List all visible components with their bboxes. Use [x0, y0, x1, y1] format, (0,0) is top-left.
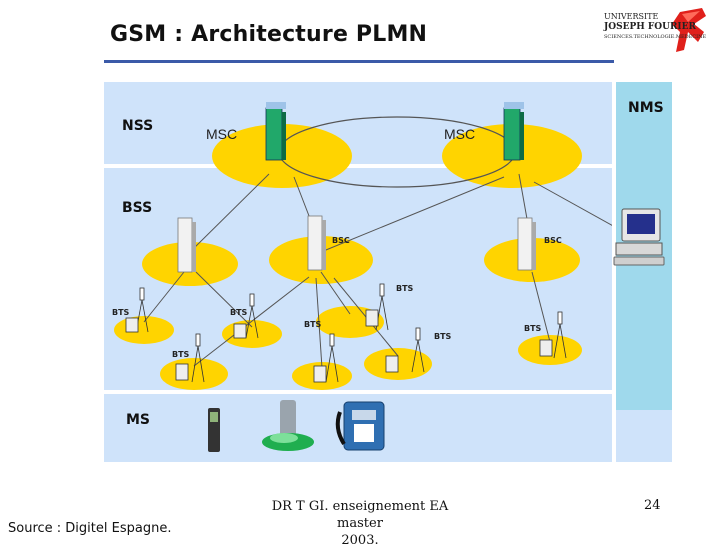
msc-left-server: [265, 102, 286, 161]
bts-site-6: [313, 333, 339, 383]
bts-label-2: BTS: [230, 308, 248, 317]
plmn-diagram: NSS BSS MS MSC MSC BSC BSC BTS BTS BTS B…: [104, 82, 612, 462]
msc-right-label: MSC: [444, 126, 476, 142]
nms-column-lower: [616, 410, 672, 462]
bts-label-1: BTS: [112, 308, 130, 317]
course-line-1: DR T GI. enseignement EA master: [271, 499, 449, 531]
bts-cell-1: [114, 316, 174, 344]
bts-label-4: BTS: [304, 320, 322, 329]
bts-site-1: [125, 287, 149, 333]
logo-line-3: SCIENCES.TECHNOLOGIE.MEDECINE: [604, 34, 707, 40]
bts-label-6: BTS: [524, 324, 542, 333]
bts-label-5: BTS: [434, 332, 452, 341]
university-logo: UNIVERSITE JOSEPH FOURIER SCIENCES.TECHN…: [602, 2, 712, 60]
msc-left-label: MSC: [206, 126, 238, 142]
logo-line-1: UNIVERSITE: [604, 12, 659, 21]
bsc-center-label: BSC: [332, 236, 350, 245]
title-rule: [104, 60, 614, 63]
bsc-cabinet-right: [517, 217, 536, 271]
bsc-cabinet-left: [177, 217, 196, 273]
bts-label-7: BTS: [172, 350, 190, 359]
nms-workstation-icon: [613, 208, 665, 266]
diagram-graphics: [114, 102, 612, 452]
bts-cell-5: [160, 358, 228, 390]
bts-site-4: [385, 327, 425, 373]
msc-right-server: [503, 102, 524, 161]
nms-label: NMS: [628, 100, 664, 116]
mobile-phone-icon: [208, 408, 220, 452]
course-line-2: 2003.: [341, 533, 379, 548]
page-title: GSM : Architecture PLMN: [110, 22, 428, 47]
ms-label: MS: [126, 412, 151, 428]
bts-label-3: BTS: [396, 284, 414, 293]
bsc-cabinet-center: [307, 215, 326, 271]
bts-site-7: [539, 311, 567, 359]
bsc-right-label: BSC: [544, 236, 562, 245]
bts-site-3: [365, 283, 389, 331]
car-phone-icon: [262, 400, 314, 451]
payphone-icon: [335, 401, 385, 451]
course-footer: DR T GI. enseignement EA master 2003.: [250, 498, 470, 549]
bss-label: BSS: [122, 200, 153, 216]
source-note: Source : Digitel Espagne.: [8, 521, 172, 536]
nms-column: [616, 82, 672, 462]
nss-label: NSS: [122, 118, 154, 134]
logo-line-2: JOSEPH FOURIER: [604, 22, 696, 32]
bts-site-5: [175, 333, 205, 383]
bts-cell-2: [222, 320, 282, 348]
bts-site-2: [233, 293, 259, 339]
page-number: 24: [644, 498, 661, 513]
